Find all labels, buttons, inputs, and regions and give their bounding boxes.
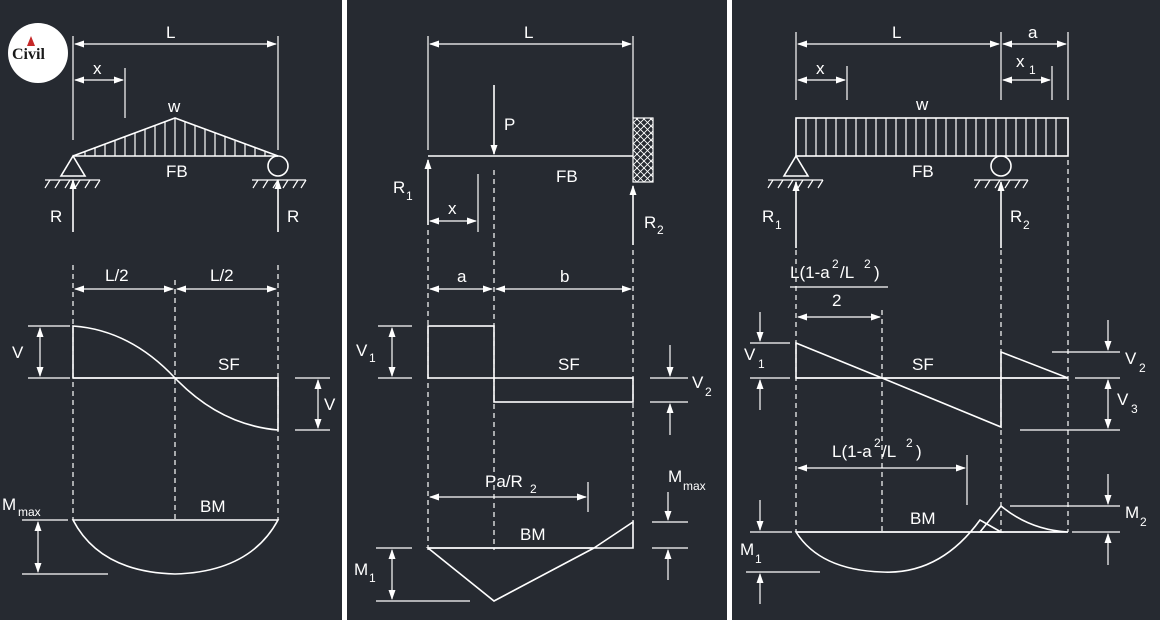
panel3-reaction-right-sub: 2	[1023, 218, 1030, 232]
panel3-udl	[795, 117, 1069, 157]
panel2-dim-x: x	[448, 199, 457, 218]
panel1-dim-L: L	[166, 23, 175, 42]
panel3-sf-pos-end: )	[874, 263, 880, 282]
panel2-bm-label: BM	[520, 525, 546, 544]
panel3-sf-pos-den: 2	[832, 291, 841, 310]
panel2-shear-right-sub: 2	[705, 385, 712, 399]
panel3-dim-x1-main: x	[1016, 52, 1025, 71]
civil-engineering-logo: Civil	[8, 23, 68, 83]
panel3-moment-1-sub: 1	[755, 552, 762, 566]
panel1-moment-sub: max	[18, 505, 41, 519]
panel3-bm-pos-sup2: 2	[906, 436, 913, 450]
panel3-shear-1-main: V	[744, 345, 756, 364]
panel3-dim-x1-sub: 1	[1029, 63, 1036, 77]
panel1-dim-x: x	[93, 59, 102, 78]
panel3-pin-support	[782, 154, 810, 177]
panel3-bm-pos-sup1: 2	[874, 436, 881, 450]
panel1-shear-left: V	[12, 343, 24, 362]
panel1-bm-label: BM	[200, 497, 226, 516]
panel2-moment-max-sub: max	[683, 479, 706, 493]
panel-propped-cantilever: L P FB R 1 R 2 x a b SF V 1	[354, 23, 712, 602]
panel2-dim-L: L	[524, 23, 533, 42]
panel3-dim-x: x	[816, 59, 825, 78]
panel-1-background	[0, 0, 342, 620]
panel3-shear-2-sub: 2	[1139, 361, 1146, 375]
panel2-moment-pos-sub: 2	[530, 482, 537, 496]
panel2-dim-b: b	[560, 267, 569, 286]
panel3-sf-pos-num: L(1-a	[790, 263, 830, 282]
panel-simply-supported: L x w FB R R	[2, 23, 336, 575]
panel2-dim-a: a	[457, 267, 467, 286]
panel3-bm-sagging	[794, 518, 1005, 573]
panel2-shear-right-main: V	[692, 373, 704, 392]
panel3-load-w: w	[915, 95, 929, 114]
panel2-reaction-right-sub: 2	[657, 223, 664, 237]
panel3-sf-pos-mid: /L	[840, 263, 854, 282]
panel2-fixed-wall	[632, 117, 654, 183]
panel1-sf-negative	[173, 377, 279, 431]
panel3-shear-2-main: V	[1125, 349, 1137, 368]
panel3-reaction-left-sub: 1	[775, 218, 782, 232]
panel1-pin-support	[59, 154, 87, 177]
panel3-moment-2-sub: 2	[1140, 515, 1147, 529]
panel3-sf-pos-sup1: 2	[832, 257, 839, 271]
panel2-sf-positive	[427, 325, 495, 379]
panel2-beam-label: FB	[556, 167, 578, 186]
panel3-shear-3-main: V	[1117, 390, 1129, 409]
panel1-reaction-right: R	[287, 207, 299, 226]
panel3-dim-L: L	[892, 23, 901, 42]
logo-text: Civil	[12, 46, 45, 63]
panel3-beam-label: FB	[912, 162, 934, 181]
panel3-shear-1-sub: 1	[758, 357, 765, 371]
panel2-reaction-left-main: R	[393, 178, 405, 197]
panel2-bm-negative	[425, 547, 595, 602]
panel1-shear-right: V	[324, 395, 336, 414]
panel1-beam-label: FB	[166, 162, 188, 181]
panel1-load-hatch	[84, 118, 266, 156]
panel2-moment-1-sub: 1	[369, 571, 376, 585]
panel3-moment-1-main: M	[740, 540, 754, 559]
panel2-moment-pos-main: Pa/R	[485, 472, 523, 491]
panel3-shear-3-sub: 3	[1131, 402, 1138, 416]
panel3-roller-support	[990, 155, 1012, 177]
panel2-load-P: P	[504, 115, 515, 134]
panel2-shear-left-sub: 1	[369, 351, 376, 365]
panel3-sf-label: SF	[912, 355, 934, 374]
panel3-moment-2-main: M	[1125, 503, 1139, 522]
panel2-moment-max-main: M	[668, 467, 682, 486]
panel3-sf-pos-sup2: 2	[864, 257, 871, 271]
panel2-reaction-left-sub: 1	[406, 189, 413, 203]
panel2-sf-label: SF	[558, 355, 580, 374]
panel3-dim-a: a	[1028, 23, 1038, 42]
panel1-bm-diagram	[71, 519, 280, 575]
panel2-sf-negative	[493, 377, 634, 403]
panel1-moment-main: M	[2, 495, 16, 514]
panel-3-background	[732, 0, 1160, 620]
panel3-bm-label: BM	[910, 509, 936, 528]
panel1-half-right: L/2	[210, 266, 234, 285]
panel1-reaction-left: R	[50, 207, 62, 226]
panel3-udl-hatch	[805, 118, 1057, 156]
panel2-reaction-right-main: R	[644, 213, 656, 232]
panel-2-background	[347, 0, 727, 620]
panel3-bm-pos-num: L(1-a	[832, 442, 872, 461]
panel-overhanging-beam: L a x x 1 w FB	[740, 23, 1147, 604]
logo-figure-icon	[27, 36, 35, 46]
panel1-sf-label: SF	[218, 355, 240, 374]
panel1-roller-support	[267, 155, 289, 177]
panel2-moment-1-main: M	[354, 560, 368, 579]
panel1-load-w: w	[167, 97, 181, 116]
panel2-shear-left-main: V	[356, 341, 368, 360]
panel3-reaction-left-main: R	[762, 207, 774, 226]
panel3-bm-pos-mid: /L	[882, 442, 896, 461]
panel3-reaction-right-main: R	[1010, 207, 1022, 226]
panel1-half-left: L/2	[105, 266, 129, 285]
panel3-bm-pos-end: )	[916, 442, 922, 461]
